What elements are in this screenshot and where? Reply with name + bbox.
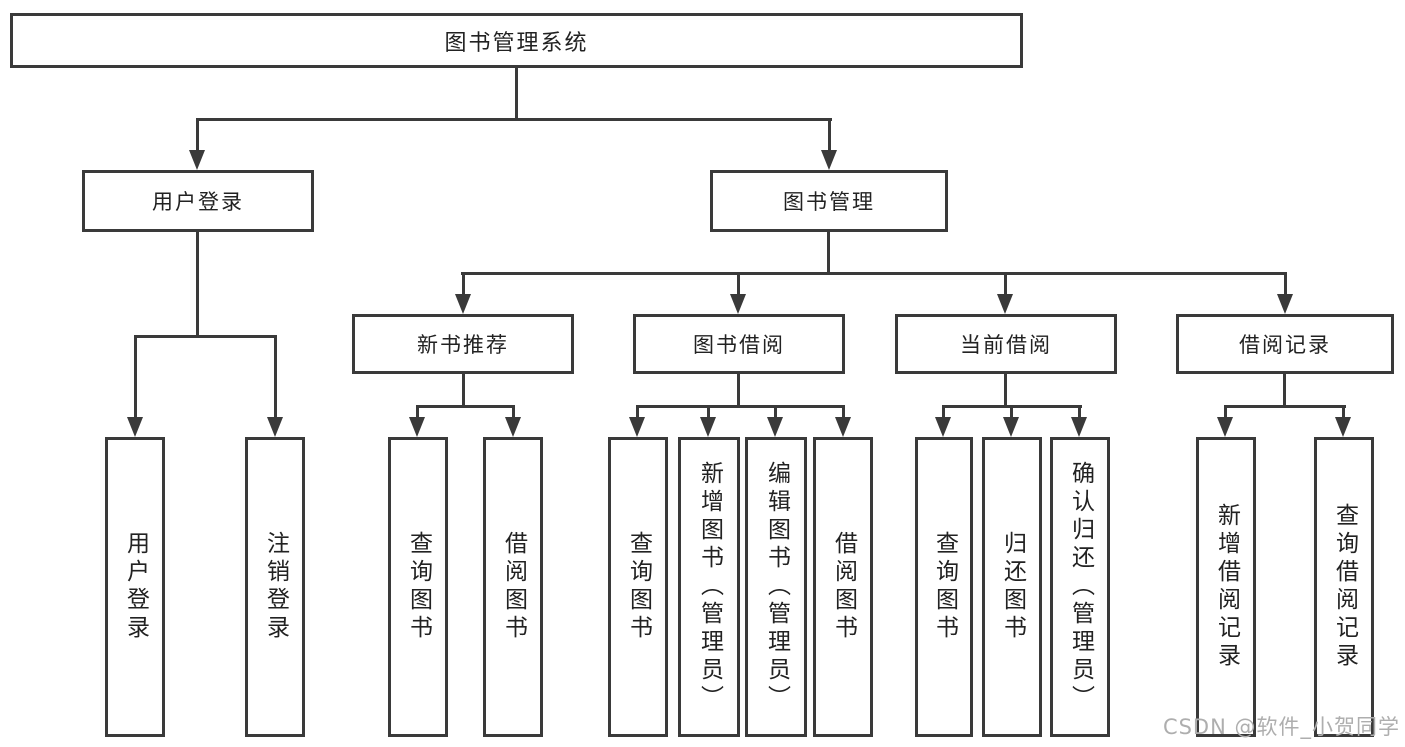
- node-leaf-query-book-1: 查询图书: [388, 437, 448, 737]
- connector-line: [196, 118, 199, 152]
- node-book-management: 图书管理: [710, 170, 948, 232]
- connector-line: [737, 272, 740, 296]
- connector-line: [636, 405, 845, 408]
- node-leaf-add-borrow-record: 新增借阅记录: [1196, 437, 1256, 737]
- node-new-book-recommend: 新书推荐: [352, 314, 574, 374]
- arrow-down-icon: [730, 294, 746, 314]
- connector-line: [134, 335, 137, 419]
- arrow-down-icon: [821, 150, 837, 170]
- arrow-down-icon: [935, 417, 951, 437]
- connector-line: [1342, 405, 1345, 419]
- connector-line: [774, 405, 777, 419]
- node-leaf-query-book-2: 查询图书: [608, 437, 668, 737]
- connector-line: [1004, 272, 1007, 296]
- connector-line: [1224, 405, 1346, 408]
- node-root: 图书管理系统: [10, 13, 1023, 68]
- connector-line: [462, 272, 465, 296]
- connector-line: [1078, 405, 1081, 419]
- connector-line: [134, 335, 277, 338]
- node-book-borrow: 图书借阅: [633, 314, 845, 374]
- connector-line: [707, 405, 710, 419]
- node-leaf-borrow-book-1: 借阅图书: [483, 437, 543, 737]
- node-leaf-add-book-admin: 新增图书（管理员）: [678, 437, 740, 737]
- arrow-down-icon: [700, 417, 716, 437]
- arrow-down-icon: [409, 417, 425, 437]
- connector-line: [515, 66, 518, 120]
- node-leaf-confirm-return-admin: 确认归还（管理员）: [1050, 437, 1110, 737]
- node-leaf-return-book: 归还图书: [982, 437, 1042, 737]
- connector-line: [737, 374, 740, 405]
- node-leaf-query-borrow-record: 查询借阅记录: [1314, 437, 1374, 737]
- connector-line: [828, 118, 831, 152]
- arrow-down-icon: [267, 417, 283, 437]
- node-leaf-query-book-3: 查询图书: [915, 437, 973, 737]
- connector-line: [196, 232, 199, 335]
- connector-line: [827, 232, 830, 272]
- connector-line: [196, 118, 832, 121]
- arrow-down-icon: [1217, 417, 1233, 437]
- node-borrow-record: 借阅记录: [1176, 314, 1394, 374]
- connector-line: [462, 374, 465, 405]
- connector-line: [1284, 272, 1287, 296]
- node-leaf-logout: 注销登录: [245, 437, 305, 737]
- arrow-down-icon: [127, 417, 143, 437]
- connector-line: [512, 405, 515, 419]
- connector-line: [416, 405, 419, 419]
- node-leaf-edit-book-admin: 编辑图书（管理员）: [745, 437, 807, 737]
- arrow-down-icon: [1003, 417, 1019, 437]
- node-current-borrow: 当前借阅: [895, 314, 1117, 374]
- connector-line: [942, 405, 945, 419]
- watermark: CSDN @软件_小贺同学: [1162, 715, 1400, 739]
- arrow-down-icon: [835, 417, 851, 437]
- arrow-down-icon: [1277, 294, 1293, 314]
- arrow-down-icon: [189, 150, 205, 170]
- node-leaf-borrow-book-2: 借阅图书: [813, 437, 873, 737]
- connector-line: [416, 405, 515, 408]
- connector-line: [1283, 374, 1286, 405]
- connector-line: [461, 272, 1287, 275]
- arrow-down-icon: [629, 417, 645, 437]
- arrow-down-icon: [505, 417, 521, 437]
- connector-line: [842, 405, 845, 419]
- arrow-down-icon: [455, 294, 471, 314]
- connector-line: [1224, 405, 1227, 419]
- connector-line: [636, 405, 639, 419]
- connector-line: [1004, 374, 1007, 405]
- connector-line: [274, 335, 277, 419]
- arrow-down-icon: [1071, 417, 1087, 437]
- arrow-down-icon: [997, 294, 1013, 314]
- node-leaf-user-login: 用户登录: [105, 437, 165, 737]
- arrow-down-icon: [767, 417, 783, 437]
- connector-line: [1010, 405, 1013, 419]
- node-user-login: 用户登录: [82, 170, 314, 232]
- arrow-down-icon: [1335, 417, 1351, 437]
